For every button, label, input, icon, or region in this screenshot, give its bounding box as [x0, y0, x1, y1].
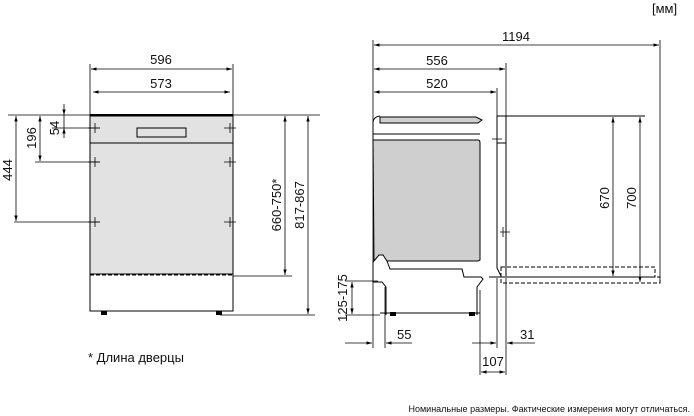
disclaimer: Номинальные размеры. Фактические измерен…	[408, 404, 690, 414]
top-panel	[379, 116, 483, 124]
tub-body	[372, 139, 481, 263]
dim-573: 573	[150, 76, 172, 91]
footnote: * Длина дверцы	[88, 350, 184, 365]
foot-left	[101, 311, 107, 315]
dim-596: 596	[150, 52, 172, 67]
side-foot-right	[469, 312, 475, 316]
dim-556: 556	[426, 53, 448, 68]
dim-520: 520	[426, 76, 448, 91]
dim-1194: 1194	[502, 29, 530, 44]
dim-444: 444	[0, 159, 15, 181]
dim-total-height: 817-867	[292, 181, 307, 229]
dim-54: 54	[47, 121, 62, 135]
open-door-outline	[500, 266, 656, 278]
dim-670: 670	[597, 187, 612, 209]
dim-55: 55	[397, 327, 411, 342]
dim-700: 700	[624, 187, 639, 209]
door-edge	[496, 115, 645, 277]
open-door-outline-2	[500, 276, 661, 284]
door-panel	[89, 115, 234, 275]
plinth-outline	[372, 260, 484, 315]
body-top-outline	[372, 115, 480, 140]
dim-107: 107	[482, 354, 504, 369]
lower-extension-lines	[345, 278, 507, 375]
front-view: 596 573 54 196 444 660-750* 817-867	[0, 52, 320, 316]
dim-196: 196	[24, 127, 39, 149]
dim-plinth: 125-175	[335, 274, 350, 322]
dim-door-height: 660-750*	[269, 179, 284, 232]
handle	[136, 127, 187, 138]
side-crosshairs	[492, 134, 510, 237]
side-view: 1194 556 520 670 700 125-175 55 31 107	[335, 29, 661, 375]
side-foot-left	[390, 312, 396, 316]
dim-31: 31	[520, 327, 534, 342]
foot-right	[216, 311, 222, 315]
extension-lines	[8, 64, 320, 316]
unit-label: [мм]	[652, 1, 677, 16]
